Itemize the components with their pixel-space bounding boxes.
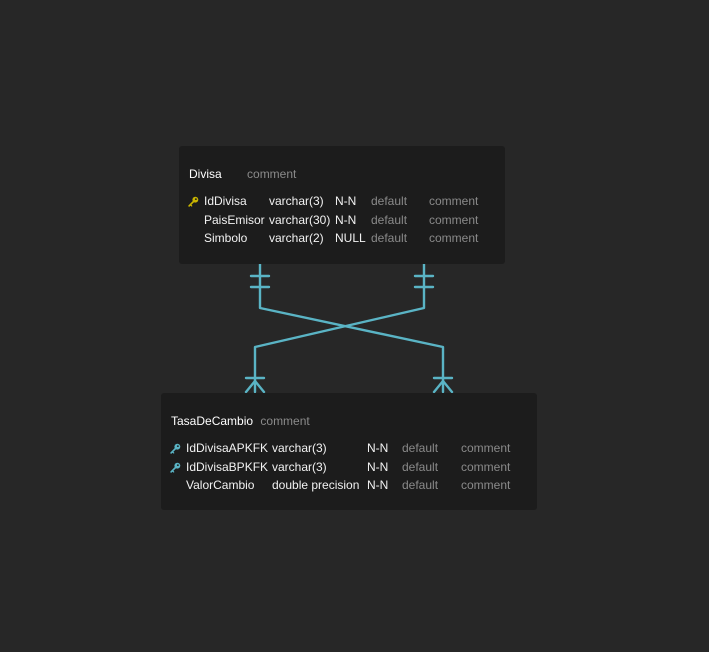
column-type[interactable]: varchar(30) <box>269 213 331 227</box>
column-name[interactable]: IdDivisaAPKFK <box>186 441 269 455</box>
column-comment[interactable]: comment <box>429 213 479 227</box>
column-nullability[interactable]: N-N <box>367 460 389 474</box>
relationship-2-line <box>253 262 426 394</box>
foreign-key-icon <box>170 443 181 454</box>
column-type[interactable]: varchar(3) <box>269 194 324 208</box>
column-comment[interactable]: comment <box>429 231 479 245</box>
table-tasadecambio[interactable]: TasaDeCambio comment IdDivisaAPKFK varch… <box>161 393 537 510</box>
column-nullability[interactable]: N-N <box>335 194 357 208</box>
table-name[interactable]: Divisa <box>189 167 222 181</box>
column-type[interactable]: varchar(2) <box>269 231 324 245</box>
column-row[interactable]: IdDivisaAPKFK varchar(3) N-N default com… <box>161 439 537 457</box>
column-row[interactable]: IdDivisa varchar(3) N-N default comment <box>179 192 505 210</box>
column-default[interactable]: default <box>371 213 408 227</box>
column-nullability[interactable]: N-N <box>367 441 389 455</box>
foreign-key-icon <box>170 462 181 473</box>
column-default[interactable]: default <box>371 231 408 245</box>
column-default[interactable]: default <box>402 441 439 455</box>
table-divisa[interactable]: Divisa comment IdDivisa varchar(3) N-N d… <box>179 146 505 264</box>
relationship-2-crowfoot-left <box>244 379 257 394</box>
column-name[interactable]: IdDivisa <box>204 194 247 208</box>
column-nullability[interactable]: NULL <box>335 231 366 245</box>
relationship-1[interactable] <box>249 262 454 394</box>
column-type[interactable]: varchar(3) <box>272 441 327 455</box>
column-comment[interactable]: comment <box>461 460 511 474</box>
column-comment[interactable]: comment <box>461 478 511 492</box>
table-comment[interactable]: comment <box>260 414 310 428</box>
relationship-2[interactable] <box>244 262 435 394</box>
column-name[interactable]: Simbolo <box>204 231 248 245</box>
column-name[interactable]: IdDivisaBPKFK <box>186 460 269 474</box>
table-header: Divisa comment <box>189 167 296 181</box>
column-comment[interactable]: comment <box>461 441 511 455</box>
column-nullability[interactable]: N-N <box>367 478 389 492</box>
column-default[interactable]: default <box>402 478 439 492</box>
column-default[interactable]: default <box>402 460 439 474</box>
column-row[interactable]: PaisEmisor varchar(30) N-N default comme… <box>179 211 505 229</box>
column-default[interactable]: default <box>371 194 408 208</box>
column-row[interactable]: Simbolo varchar(2) NULL default comment <box>179 229 505 247</box>
column-type[interactable]: varchar(3) <box>272 460 327 474</box>
column-name[interactable]: ValorCambio <box>186 478 255 492</box>
primary-key-icon <box>188 196 199 207</box>
table-name[interactable]: TasaDeCambio <box>171 414 254 428</box>
relationship-1-line <box>258 262 445 394</box>
relationship-1-crowfoot-right <box>441 379 454 394</box>
column-nullability[interactable]: N-N <box>335 213 357 227</box>
column-row[interactable]: ValorCambio double precision N-N default… <box>161 476 537 494</box>
table-comment[interactable]: comment <box>247 167 297 181</box>
table-header: TasaDeCambio comment <box>171 414 310 428</box>
relationship-1-crowfoot-left <box>432 379 445 394</box>
column-comment[interactable]: comment <box>429 194 479 208</box>
column-row[interactable]: IdDivisaBPKFK varchar(3) N-N default com… <box>161 458 537 476</box>
column-type[interactable]: double precision <box>272 478 360 492</box>
relationship-2-crowfoot-right <box>253 379 266 394</box>
column-name[interactable]: PaisEmisor <box>204 213 265 227</box>
